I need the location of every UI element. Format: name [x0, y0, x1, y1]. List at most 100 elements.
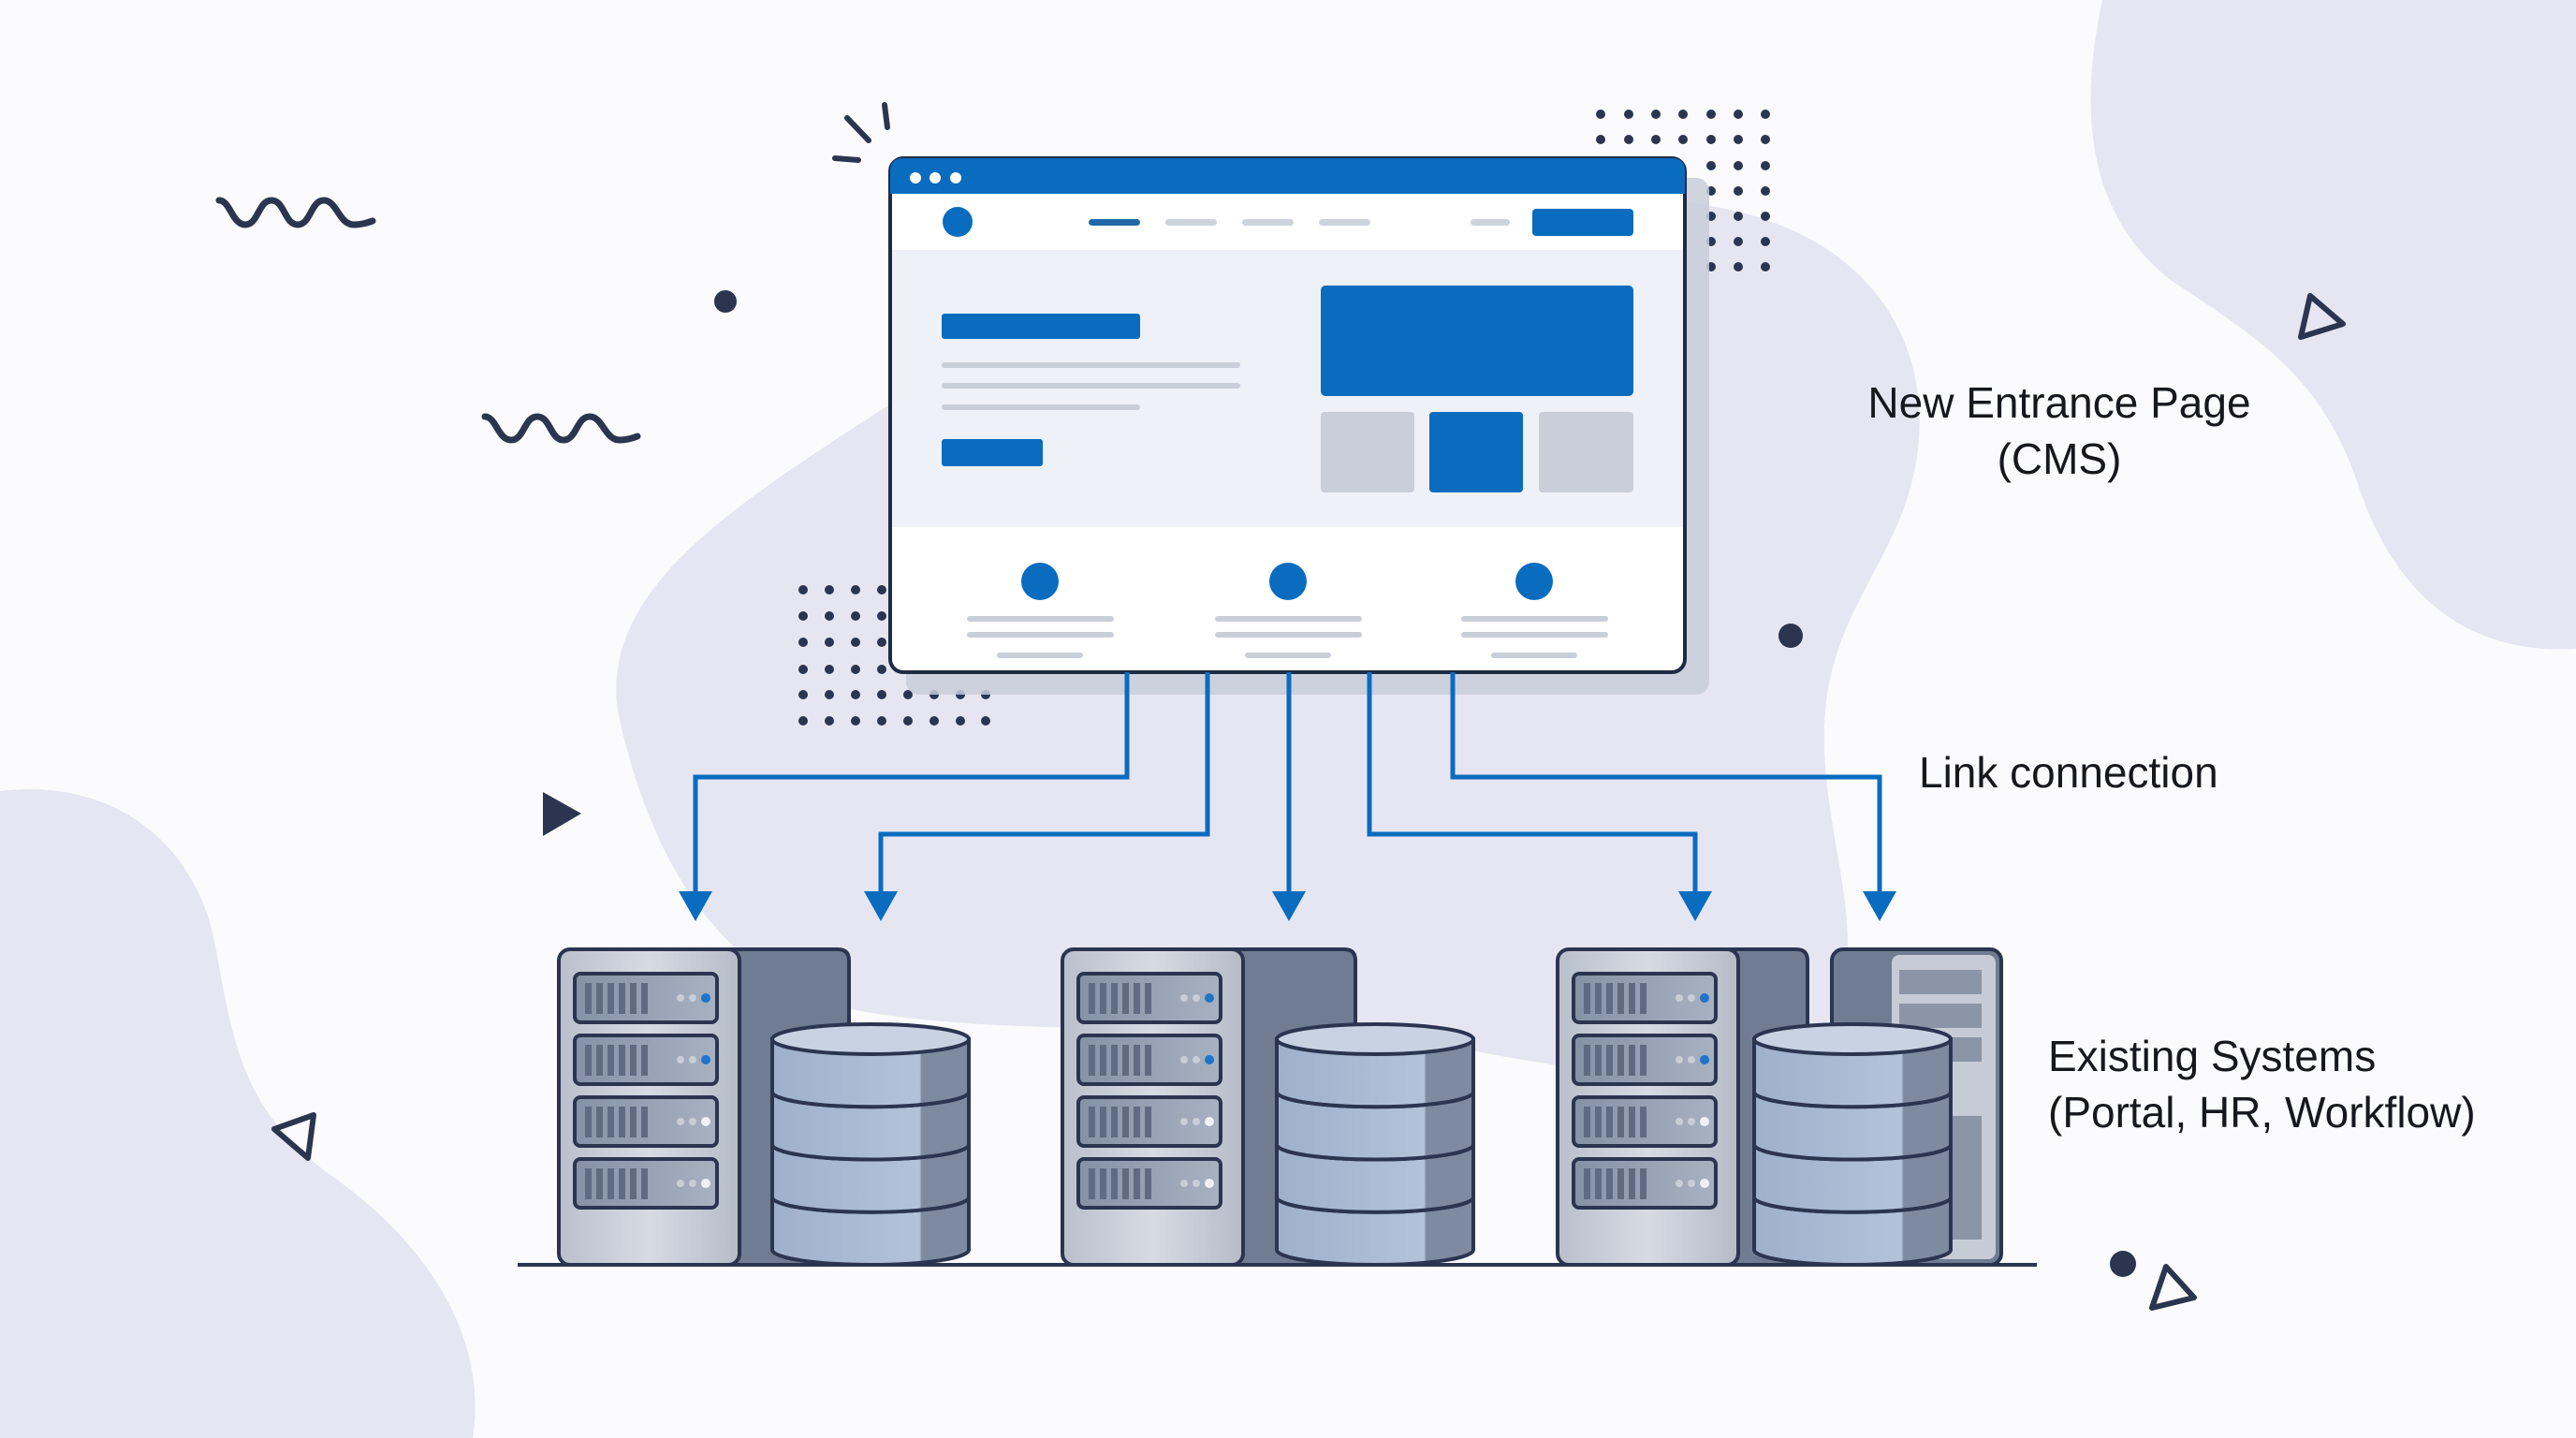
database-disk [1275, 1142, 1475, 1214]
vent-slot [596, 1045, 603, 1076]
vent-slot [1629, 1168, 1635, 1199]
status-led [1193, 1180, 1200, 1187]
vent-slot [1100, 1107, 1106, 1137]
vent-slot [1122, 1045, 1129, 1076]
vent-slot [619, 1045, 625, 1076]
vent-slot [1089, 983, 1095, 1014]
feature-column [967, 563, 1114, 658]
window-control-dot [929, 172, 941, 183]
rack-unit [1076, 1034, 1222, 1086]
connector-line [1367, 672, 1698, 894]
dot-grid-decoration [798, 585, 990, 726]
feature-column [1215, 563, 1362, 658]
database-disk [770, 1142, 971, 1214]
vent-slot [1617, 1045, 1624, 1076]
vent-slot [1122, 1168, 1129, 1199]
label-existing-systems: Existing Systems (Portal, HR, Workflow) [2048, 1028, 2476, 1140]
status-led [1193, 1118, 1200, 1125]
arrow-down-icon [1863, 891, 1896, 921]
vent-slot [1122, 1107, 1129, 1137]
feature-text-line [967, 616, 1114, 622]
arrow-down-icon [679, 891, 712, 921]
vent-slot [1145, 1107, 1151, 1137]
grid-dot [851, 585, 860, 594]
status-led [1688, 1056, 1695, 1064]
label-line: Link connection [1919, 748, 2218, 797]
thumbnail-placeholder-active [1429, 412, 1523, 492]
connector-line [878, 672, 1210, 894]
status-led [1180, 1056, 1188, 1064]
status-led [1688, 994, 1695, 1002]
vent-slot [619, 1107, 625, 1137]
nav-item [1319, 219, 1370, 226]
feature-text-line [1461, 616, 1608, 622]
triangle-outline-decoration [271, 1112, 316, 1161]
status-led [1180, 994, 1188, 1002]
status-led [689, 1056, 696, 1064]
triangle-outline-decoration [2298, 293, 2346, 340]
server-group-2 [1061, 947, 1475, 1267]
feature-column [1461, 563, 1608, 658]
nav-cta-button [1532, 209, 1633, 236]
vent-slot [1640, 983, 1647, 1014]
vent-slot [1595, 1107, 1602, 1137]
vent-slot [630, 1107, 637, 1137]
vent-slot [1111, 983, 1118, 1014]
status-led [701, 993, 710, 1003]
vent-slot [585, 1107, 592, 1137]
status-led [689, 994, 696, 1002]
vent-slot [1584, 983, 1590, 1014]
status-led [677, 1118, 684, 1125]
grid-dot [851, 638, 860, 647]
feature-icon [1515, 563, 1553, 600]
vent-slot [607, 1107, 614, 1137]
arrow-down-icon [864, 891, 898, 921]
grid-dot [798, 611, 808, 621]
status-led [1700, 993, 1709, 1003]
vent-slot [1606, 1045, 1613, 1076]
vent-slot [1111, 1168, 1118, 1199]
vent-slot [607, 1168, 614, 1199]
vent-slot [1584, 1045, 1590, 1076]
rack-unit [573, 1157, 719, 1210]
nav-item-active [1089, 219, 1140, 226]
grid-dot [956, 716, 965, 726]
grid-dot [877, 716, 886, 726]
status-led [1676, 1118, 1683, 1125]
status-led [677, 994, 684, 1002]
grid-dot [1706, 161, 1716, 170]
grid-dot [903, 716, 913, 726]
triangle-outline-decoration [2149, 1264, 2197, 1311]
grid-dot [1761, 186, 1770, 196]
vent-slot [1145, 983, 1151, 1014]
feature-icon [1269, 563, 1307, 600]
vent-slot [641, 1045, 648, 1076]
status-led [1205, 1179, 1214, 1188]
status-led [1205, 1117, 1214, 1126]
status-led [689, 1180, 696, 1187]
thumbnail-placeholder [1539, 412, 1633, 492]
vent-slot [1640, 1107, 1647, 1137]
grid-dot [798, 638, 808, 647]
grid-dot [1706, 135, 1716, 144]
vent-slot [630, 1045, 637, 1076]
vent-slot [1134, 1045, 1140, 1076]
play-triangle-decoration [543, 792, 581, 836]
status-led [677, 1180, 684, 1187]
rack-unit [1076, 1095, 1222, 1148]
label-line: New Entrance Page [1867, 378, 2251, 427]
grid-dot [929, 716, 939, 726]
feature-text-line [1461, 632, 1608, 638]
grid-dot [877, 690, 886, 699]
hero-button-placeholder [942, 439, 1043, 466]
vent-slot [1595, 1045, 1602, 1076]
grid-dot [1761, 135, 1770, 144]
thumbnail-placeholder [1321, 412, 1414, 492]
vent-slot [1617, 1107, 1624, 1137]
hero-image-placeholder [1321, 286, 1633, 396]
grid-dot [825, 690, 834, 699]
grid-dot [1761, 161, 1770, 170]
entrance-page-window [888, 156, 1709, 695]
label-new-entrance-page: New Entrance Page (CMS) [1849, 374, 2270, 487]
